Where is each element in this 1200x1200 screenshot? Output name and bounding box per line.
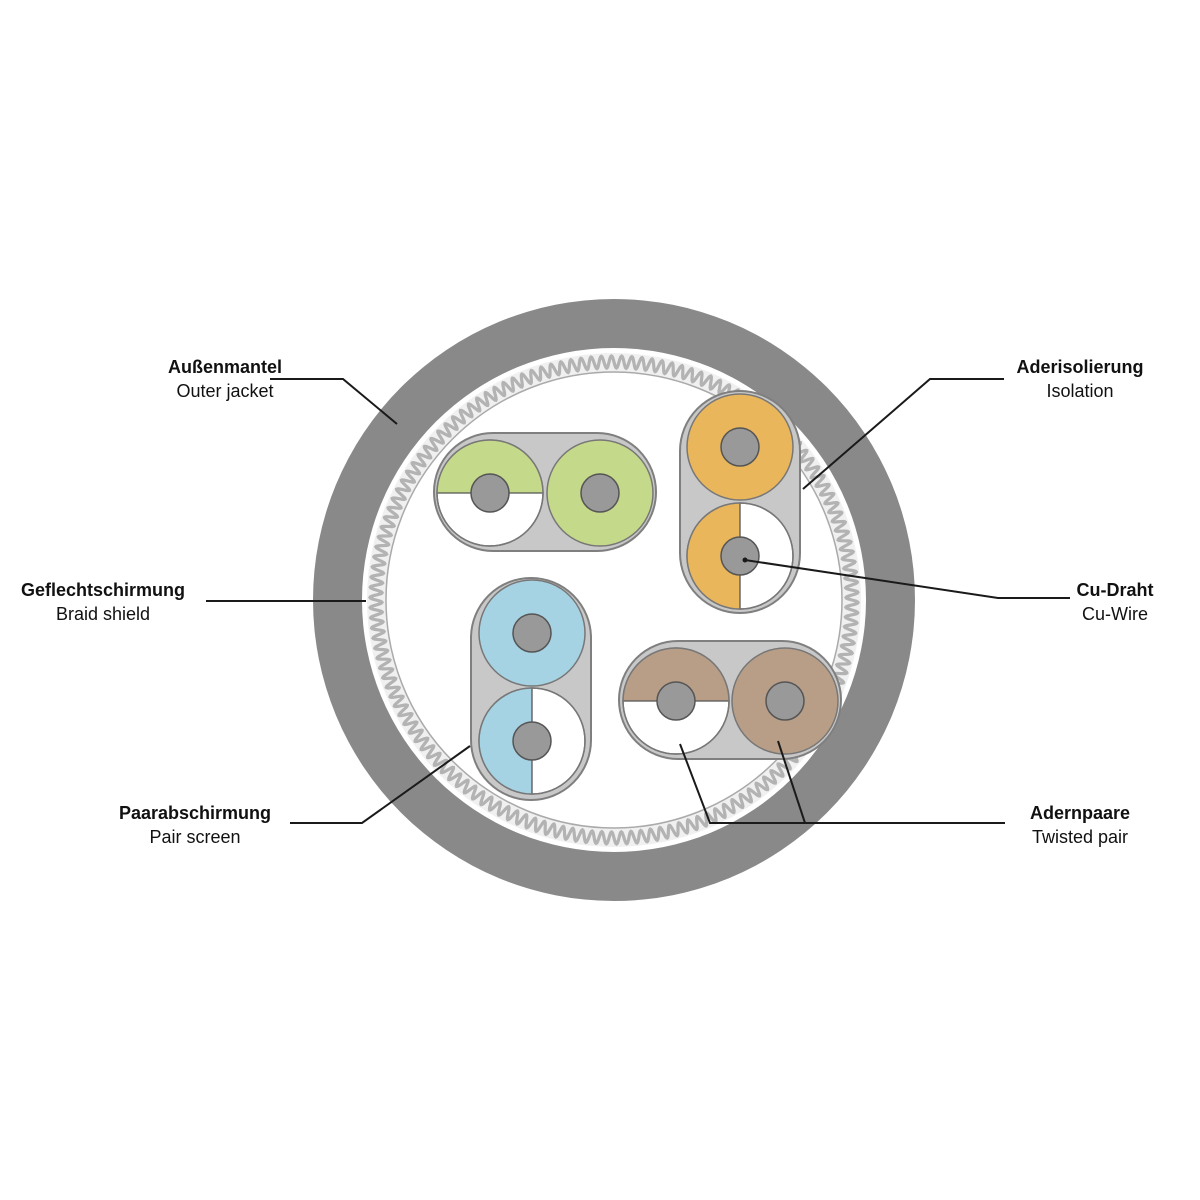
- label-outer-jacket: Außenmantel Outer jacket: [120, 355, 330, 403]
- leader-twisted-pair-b: [777, 740, 806, 824]
- label-isolation: Aderisolierung Isolation: [990, 355, 1170, 403]
- label-twisted-pair-en: Twisted pair: [1031, 827, 1129, 847]
- green-pair: [433, 432, 657, 552]
- insulation-outline: [478, 687, 586, 795]
- label-pair-screen-de: Paarabschirmung: [118, 803, 272, 823]
- cu-conductor: [765, 681, 805, 721]
- label-outer-jacket-en: Outer jacket: [176, 381, 274, 401]
- label-braid-shield-en: Braid shield: [55, 604, 151, 624]
- label-twisted-pair-de: Adernpaare: [1029, 803, 1131, 823]
- label-braid-shield-de: Geflechtschirmung: [20, 580, 186, 600]
- insulation-colored-half: [479, 688, 532, 794]
- label-cu-wire-en: Cu-Wire: [1082, 604, 1148, 624]
- leader-isolation: [802, 378, 1004, 490]
- insulation-colored-half: [437, 440, 543, 493]
- label-isolation-en: Isolation: [1046, 381, 1114, 401]
- leader-cu-wire: [744, 559, 1070, 599]
- insulation-outline: [622, 647, 730, 755]
- insulation-colored-half: [687, 503, 740, 609]
- label-pair-screen: Paarabschirmung Pair screen: [100, 801, 290, 849]
- cu-conductor: [720, 536, 760, 576]
- leader-twisted-pair-a: [679, 743, 1005, 824]
- insulation-outline: [686, 502, 794, 610]
- leader-lines: [206, 378, 1070, 824]
- label-isolation-de: Aderisolierung: [1016, 357, 1144, 377]
- pairs-group: [433, 390, 842, 801]
- blue-pair: [470, 577, 592, 801]
- cu-conductor: [512, 721, 552, 761]
- insulation-colored-half: [623, 648, 729, 701]
- insulation-outline: [436, 439, 544, 547]
- label-braid-shield: Geflechtschirmung Braid shield: [0, 578, 206, 626]
- label-pair-screen-en: Pair screen: [149, 827, 241, 847]
- label-cu-wire: Cu-Draht Cu-Wire: [1040, 578, 1190, 626]
- leader-pair-screen: [290, 745, 471, 824]
- label-twisted-pair: Adernpaare Twisted pair: [1000, 801, 1160, 849]
- leader-outer-jacket: [270, 378, 398, 425]
- cu-conductor: [580, 473, 620, 513]
- brown-pair: [618, 640, 842, 760]
- leader-cu-wire-dot: [742, 557, 748, 563]
- label-outer-jacket-de: Außenmantel: [167, 357, 282, 377]
- cu-conductor: [720, 427, 760, 467]
- cu-conductor: [656, 681, 696, 721]
- cu-conductor: [512, 613, 552, 653]
- label-cu-wire-de: Cu-Draht: [1076, 580, 1154, 600]
- orange-pair: [679, 390, 801, 614]
- cu-conductor: [470, 473, 510, 513]
